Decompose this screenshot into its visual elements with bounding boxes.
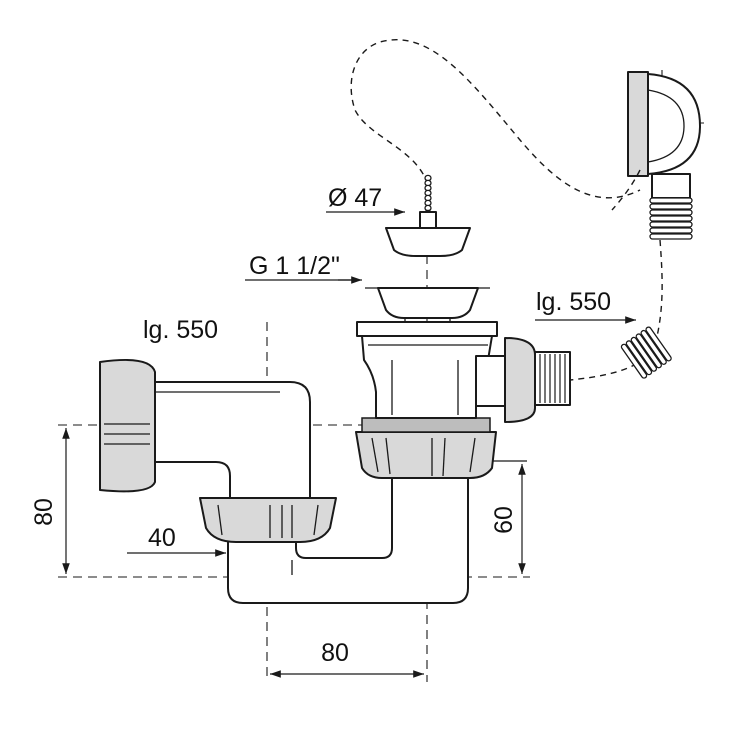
label-offset-40: 40	[148, 524, 176, 552]
left-elbow	[99, 359, 337, 543]
overflow-hose	[350, 39, 663, 381]
label-diameter: Ø 47	[328, 184, 382, 212]
dimension-lines	[62, 208, 636, 678]
label-height-80: 80	[30, 498, 58, 526]
label-width-80: 80	[321, 639, 349, 667]
stopper-chain	[424, 174, 432, 217]
trap-body	[227, 211, 571, 604]
overflow-head	[611, 71, 701, 240]
hose-end	[620, 326, 672, 379]
label-length-left: lg. 550	[143, 316, 218, 344]
label-height-60: 60	[490, 506, 518, 534]
label-length-right: lg. 550	[536, 288, 611, 316]
label-thread-size: G 1 1/2"	[249, 252, 340, 280]
